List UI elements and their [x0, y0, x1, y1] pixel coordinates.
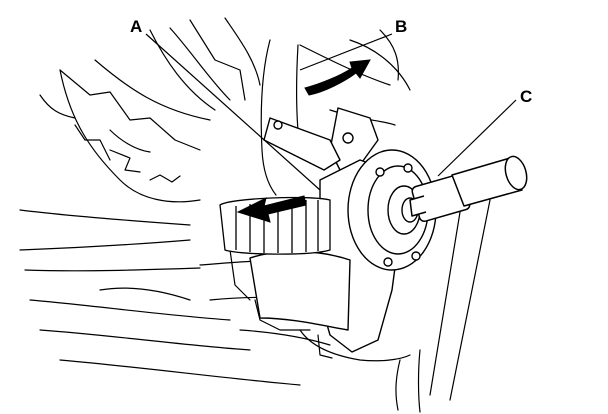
leader-line-c — [437, 99, 517, 177]
pull-direction-arrow — [236, 195, 307, 223]
leader-line-b — [299, 33, 393, 71]
leader-line-a — [145, 33, 321, 191]
callout-b: B — [395, 17, 407, 36]
knuckle-assembly — [249, 107, 437, 353]
callout-a: A — [130, 17, 142, 36]
movement-arrows — [236, 59, 371, 223]
callout-labels: A B C — [130, 17, 532, 106]
axle-puller-tool — [409, 155, 528, 223]
rotation-arrow — [304, 59, 371, 96]
leader-lines — [145, 33, 517, 191]
callout-c: C — [520, 87, 532, 106]
background-linework — [19, 17, 491, 413]
